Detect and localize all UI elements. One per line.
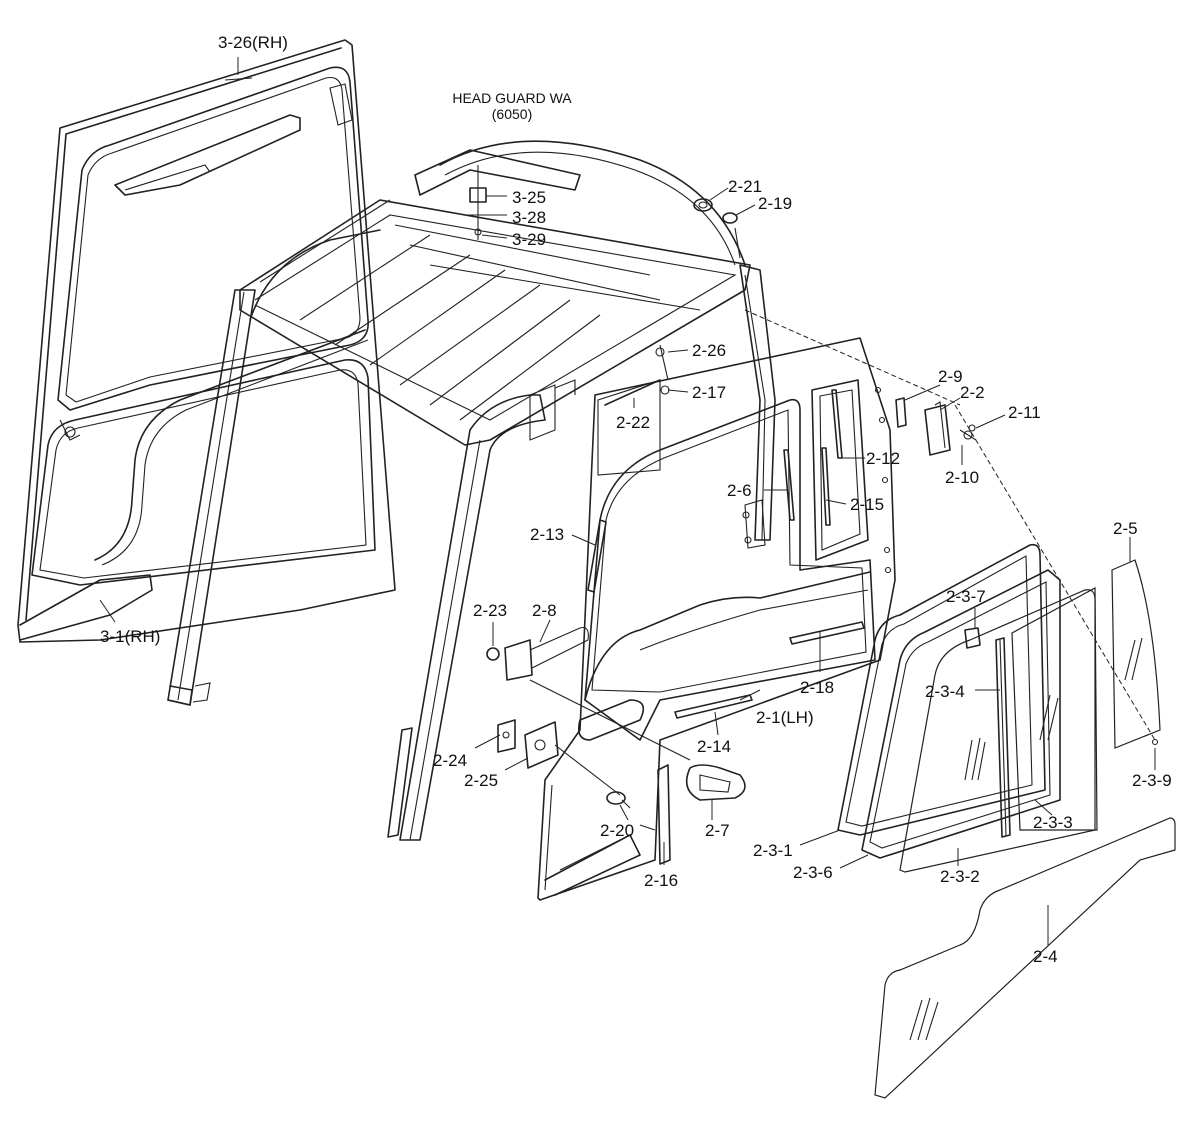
part-label-2-3-2: 2-3-2	[940, 867, 980, 886]
head-guard-frame	[167, 140, 1156, 841]
part-label-2-14: 2-14	[697, 737, 731, 756]
part-label-3-25: 3-25	[512, 188, 546, 207]
part-label-2-3-6: 2-3-6	[793, 863, 833, 882]
part-label-2-13: 2-13	[530, 525, 564, 544]
strip-2-18	[789, 621, 865, 645]
part-label-2-3-1: 2-3-1	[753, 841, 793, 860]
part-label-2-6: 2-6	[727, 481, 752, 500]
strip-2-13	[587, 519, 607, 593]
strip-2-12	[831, 389, 843, 459]
part-label-2-24: 2-24	[433, 751, 467, 770]
part-label-2-3-9: 2-3-9	[1132, 771, 1172, 790]
part-label-3-29: 3-29	[512, 230, 546, 249]
part-label-2-7: 2-7	[705, 821, 730, 840]
sliding-window-assembly	[837, 543, 1159, 873]
part-label-2-3-3: 2-3-3	[1033, 813, 1073, 832]
part-label-2-2: 2-2	[960, 383, 985, 402]
part-label-3-28: 3-28	[512, 208, 546, 227]
strips	[587, 389, 865, 865]
part-label-2-17: 2-17	[692, 383, 726, 402]
part-label-2-1: 2-1(LH)	[756, 708, 814, 727]
strip-2-16	[657, 764, 671, 865]
lock-assembly	[486, 626, 746, 831]
part-label-2-22: 2-22	[616, 413, 650, 432]
part-label-2-4: 2-4	[1033, 947, 1058, 966]
washer-2-19	[722, 212, 741, 259]
rh-door	[17, 39, 396, 643]
rear-glass-2-5	[1111, 559, 1161, 749]
part-label-2-3-7: 2-3-7	[946, 587, 986, 606]
part-label-2-12: 2-12	[866, 449, 900, 468]
part-label-3-1: 3-1(RH)	[100, 627, 160, 646]
part-label-2-16: 2-16	[644, 871, 678, 890]
nut-2-21	[693, 198, 713, 212]
part-label-2-10: 2-10	[945, 468, 979, 487]
part-label-2-3-4: 2-3-4	[925, 682, 965, 701]
hinge-assembly	[895, 397, 977, 456]
part-label-2-9: 2-9	[938, 367, 963, 386]
part-label-2-19: 2-19	[758, 194, 792, 213]
diagram-title-line2: (6050)	[492, 106, 532, 122]
part-label-2-25: 2-25	[464, 771, 498, 790]
part-label-2-5: 2-5	[1113, 519, 1138, 538]
latch-2-6	[742, 499, 766, 549]
part-label-2-20: 2-20	[600, 821, 634, 840]
strut-2-26-2-17	[655, 344, 670, 395]
diagram-title-line1: HEAD GUARD WA	[452, 90, 572, 106]
part-label-3-26: 3-26(RH)	[218, 33, 288, 52]
strip-2-14	[674, 694, 753, 719]
strip-2-15	[821, 447, 831, 526]
strip-2-6	[783, 449, 795, 521]
part-label-2-8: 2-8	[532, 601, 557, 620]
part-label-2-18: 2-18	[800, 678, 834, 697]
part-label-2-15: 2-15	[850, 495, 884, 514]
leader-lines	[99, 57, 1156, 945]
part-label-2-21: 2-21	[728, 177, 762, 196]
lh-door	[537, 337, 896, 901]
part-label-2-26: 2-26	[692, 341, 726, 360]
part-label-2-23: 2-23	[473, 601, 507, 620]
part-label-2-11: 2-11	[1008, 403, 1041, 422]
glass-2-4	[874, 817, 1176, 1099]
